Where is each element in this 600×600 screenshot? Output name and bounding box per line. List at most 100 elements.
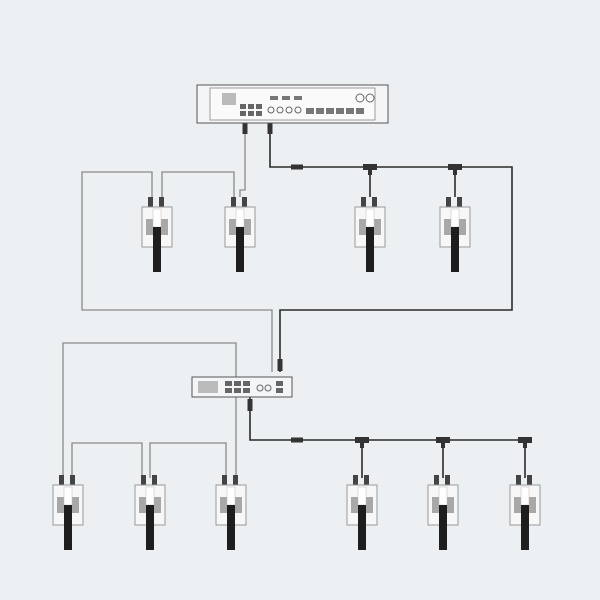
mic-stick [153,227,161,272]
mic-collar [235,208,245,228]
mic-collar [438,486,448,506]
xlr-port-icon [264,384,272,392]
xlr-port-icon [256,384,264,392]
ethernet-port-icon [256,111,262,116]
gray-cable [161,171,235,197]
plug-icon [364,475,369,485]
port-icon [294,96,302,100]
plug-icon [457,197,462,207]
terminal-block-icon [306,108,314,114]
mic-collar [450,208,460,228]
plug-icon [231,197,236,207]
mic-collar [357,486,367,506]
black-cable [249,397,526,478]
plug-icon [446,197,451,207]
gooseneck-mic-icon [141,197,173,272]
plug-icon [141,475,146,485]
gooseneck-mic-icon [134,475,166,550]
power-inlet-icon [222,93,236,105]
tee-connector-icon [453,167,457,175]
tee-connector-icon [368,167,372,175]
xlr-port-icon [267,106,275,114]
tee-connector-icon [441,440,445,448]
gooseneck-mic-icon [215,475,247,550]
gooseneck-mic-icon [439,197,471,272]
plug-icon [353,475,358,485]
plug-icon [516,475,521,485]
plug-icon [361,197,366,207]
plug-icon [527,475,532,485]
terminal-block-icon [356,108,364,114]
inline-connector-icon [291,437,303,443]
gray-cable [81,171,273,372]
plug-icon [222,475,227,485]
mic-collar [152,208,162,228]
plug-icon [267,122,273,134]
black-cable [269,123,513,372]
mic-collar [365,208,375,228]
gooseneck-mic-icon [52,475,84,550]
mic-stick [451,227,459,272]
ethernet-port-icon [234,381,241,386]
plug-icon [59,475,64,485]
gooseneck-mic-icon [346,475,378,550]
terminal-block-icon [336,108,344,114]
inline-connector-icon [291,164,303,170]
xlr-port-icon [294,106,302,114]
gray-cable [71,442,143,478]
rack-processor-icon [196,84,389,124]
mic-collar [145,486,155,506]
mic-stick [227,505,235,550]
mic-stick [521,505,529,550]
tee-connector-icon [523,440,527,448]
ethernet-port-icon [248,111,254,116]
gooseneck-mic-icon [427,475,459,550]
mic-collar [63,486,73,506]
mic-stick [236,227,244,272]
gray-cable [149,442,227,478]
mic-collar [520,486,530,506]
port-icon [282,96,290,100]
ethernet-port-icon [225,381,232,386]
plug-icon [277,359,283,371]
ethernet-port-icon [276,388,283,393]
xlr-port-icon [285,106,293,114]
gooseneck-mic-icon [354,197,386,272]
plug-icon [152,475,157,485]
ethernet-port-icon [248,104,254,109]
plug-icon [242,122,248,134]
terminal-block-icon [316,108,324,114]
cables [62,122,532,478]
ethernet-port-icon [234,388,241,393]
gray-cable [239,123,246,197]
plug-icon [242,197,247,207]
ethernet-port-icon [240,104,246,109]
xlr-port-icon [276,106,284,114]
mic-stick [366,227,374,272]
rack-front-panel [209,87,376,121]
plug-icon [148,197,153,207]
ethernet-port-icon [240,111,246,116]
mic-collar [226,486,236,506]
mic-stick [64,505,72,550]
knob-icon [355,93,365,103]
plug-icon [445,475,450,485]
port-icon [270,96,278,100]
power-inlet-icon [198,381,218,393]
plug-icon [233,475,238,485]
mic-stick [439,505,447,550]
devices [52,84,541,550]
gray-cable [62,342,237,478]
ethernet-port-icon [225,388,232,393]
plug-icon [159,197,164,207]
plug-icon [247,399,253,411]
plug-icon [434,475,439,485]
tee-connector-icon [360,440,364,448]
gooseneck-mic-icon [224,197,256,272]
ethernet-port-icon [276,381,283,386]
knob-icon [365,93,375,103]
mic-stick [146,505,154,550]
ethernet-port-icon [243,381,250,386]
gooseneck-mic-icon [509,475,541,550]
